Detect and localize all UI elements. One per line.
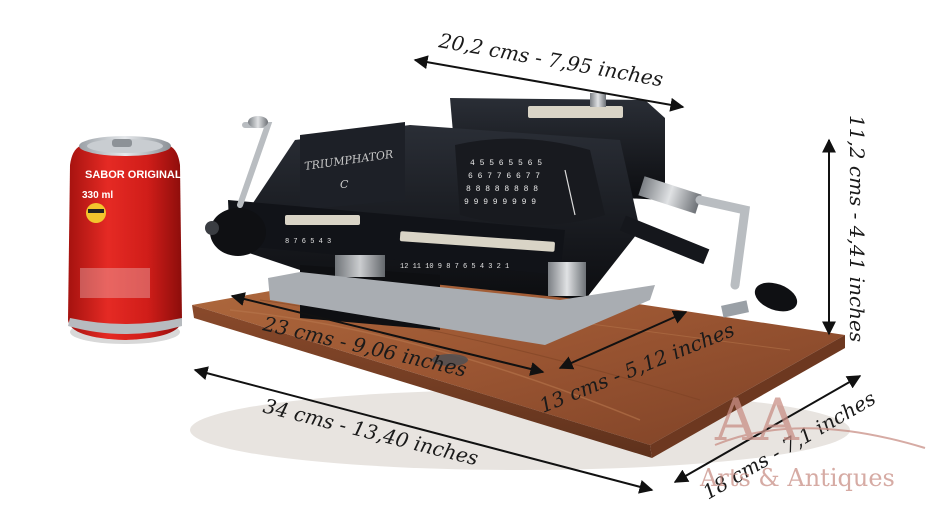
base-clip: [721, 300, 749, 318]
can-slogan: SABOR ORIGINAL: [85, 169, 182, 181]
arrow-depth-base: [673, 375, 862, 483]
dimension-arrows: [193, 55, 862, 494]
front-register: [399, 231, 555, 252]
watermark-monogram: AA: [714, 386, 800, 454]
top-register: [528, 106, 623, 118]
can-volume: 330 ml: [82, 190, 113, 201]
left-register: [285, 215, 360, 225]
svg-text:9 9 9 9 9 9 9 9: 9 9 9 9 9 9 9 9: [464, 198, 536, 207]
label-width-top: 20,2 cms - 7,95 inches: [436, 28, 665, 91]
label-height: 11,2 cms - 4,41 inches: [845, 115, 869, 342]
arrow-width-top: [413, 55, 685, 112]
svg-text:6 6 7 7 6 6 7 7: 6 6 7 7 6 6 7 7: [468, 172, 540, 181]
watermark-text: Arts & Antiques: [699, 464, 895, 492]
arrow-length-base: [193, 366, 654, 494]
right-crank-knob: [754, 282, 798, 312]
machine-model: C: [340, 178, 349, 191]
svg-text:4 5 5 6 5 5 6 5: 4 5 5 6 5 5 6 5: [470, 159, 542, 168]
carriage-lever: [548, 262, 586, 296]
arrow-length-machine: [230, 292, 545, 376]
left-number-row: 8 7 6 5 4 3: [285, 238, 331, 246]
setting-drum: [455, 138, 605, 225]
arrow-depth-machine: [558, 310, 688, 370]
left-knob: [210, 208, 266, 256]
soda-can: SABOR ORIGINAL 330 ml: [68, 136, 182, 344]
watermark: AA Arts & Antiques: [699, 386, 926, 492]
front-number-row: 12 11 10 9 8 7 6 5 4 3 2 1: [400, 263, 509, 271]
svg-text:8 8 8 8 8 8 8 8: 8 8 8 8 8 8 8 8: [466, 185, 538, 194]
